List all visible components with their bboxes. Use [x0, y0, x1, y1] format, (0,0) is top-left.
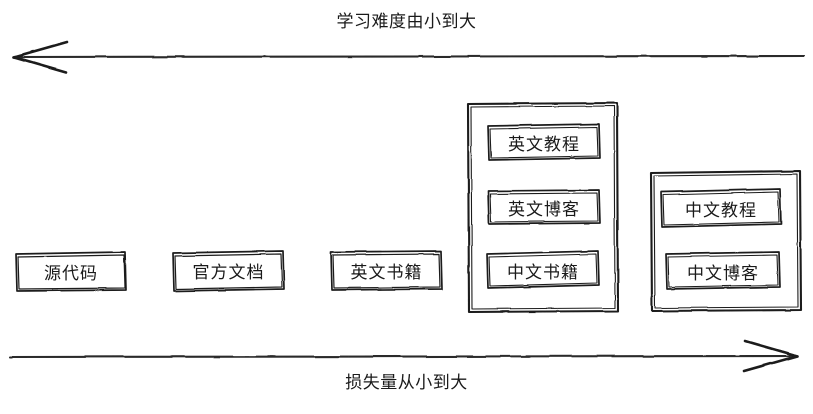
node-outline-english-books — [330, 250, 443, 291]
node-english-blog[interactable]: 英文博客 — [508, 199, 580, 220]
node-outline-chinese-blog — [665, 251, 781, 290]
top-axis-arrow — [12, 40, 806, 74]
node-english-tutorial[interactable]: 英文教程 — [508, 135, 580, 155]
node-source-code[interactable]: 源代码 — [44, 264, 98, 284]
top-axis-label: 学习难度由小到大 — [336, 12, 477, 32]
node-outline-source-code — [15, 251, 127, 292]
node-outline-english-blog — [487, 189, 601, 225]
group-english-cluster[interactable]: 英文教程 英文博客 中文书籍 — [468, 103, 618, 312]
node-outline-official-docs — [172, 250, 285, 292]
node-english-books[interactable]: 英文书籍 — [350, 263, 423, 283]
group-chinese-cluster[interactable]: 中文教程 中文博客 — [651, 171, 801, 311]
node-chinese-tutorial[interactable]: 中文教程 — [685, 200, 757, 221]
node-outline-chinese-tutorial — [660, 188, 782, 228]
node-outline-chinese-books — [486, 250, 600, 289]
node-outline-english-tutorial — [487, 123, 601, 161]
node-chinese-books[interactable]: 中文书籍 — [507, 263, 579, 283]
node-official-docs[interactable]: 官方文档 — [192, 263, 265, 283]
bottom-axis-arrow — [8, 339, 799, 373]
node-chinese-blog[interactable]: 中文博客 — [687, 263, 759, 284]
bottom-axis-label: 损失量从小到大 — [345, 373, 468, 393]
